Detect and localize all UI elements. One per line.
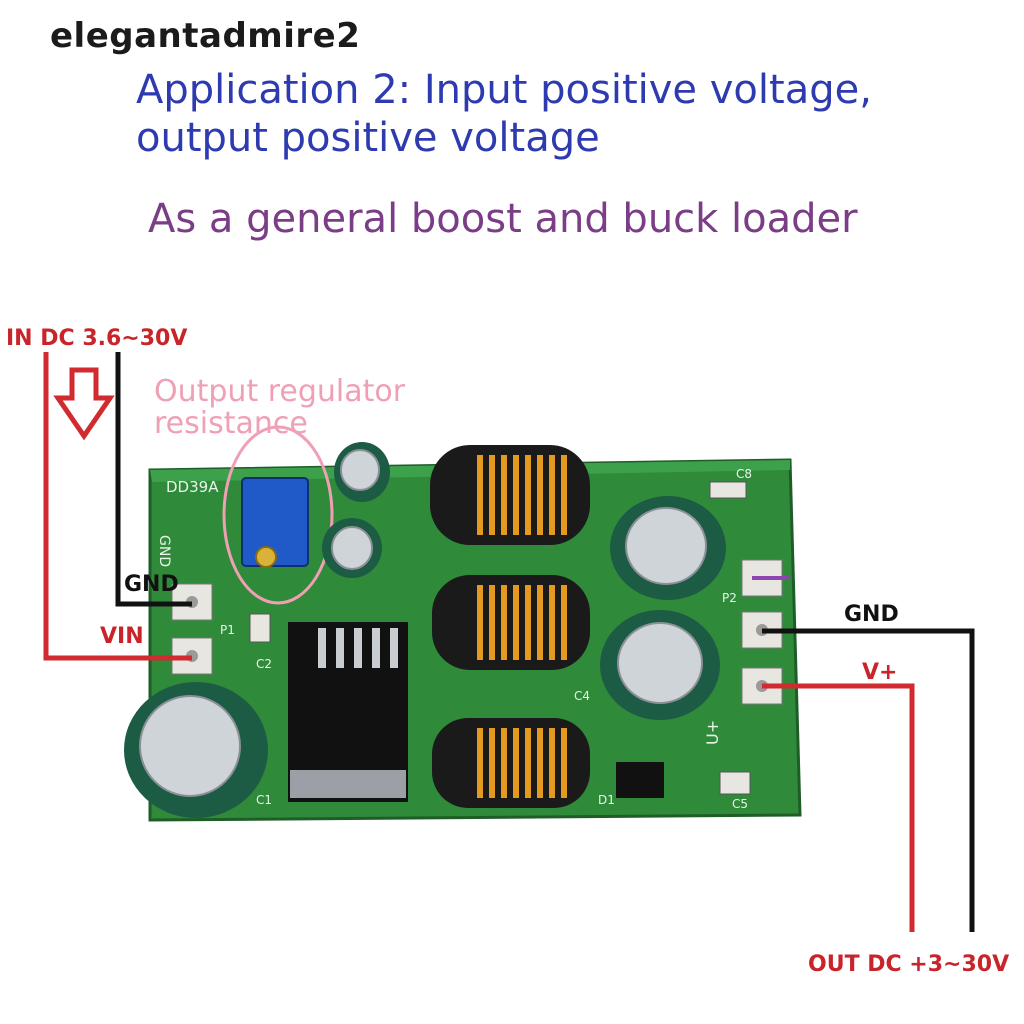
capacitor-right-bottom xyxy=(600,610,720,720)
small-capacitor-top xyxy=(334,442,390,502)
silk-model: DD39A xyxy=(166,478,219,496)
wire-gnd-in xyxy=(115,352,192,607)
gnd-in-label: GND xyxy=(124,572,179,597)
silk-c2: C2 xyxy=(256,657,272,671)
watermark: elegantadmire2 xyxy=(50,16,361,56)
silk-c4: C4 xyxy=(574,689,590,703)
wire-gnd-out xyxy=(762,628,975,932)
silk-c5: C5 xyxy=(732,797,748,811)
vin-label: VIN xyxy=(100,624,144,649)
capacitor-left-large xyxy=(124,682,268,818)
input-arrow-icon xyxy=(53,367,115,441)
smd-capacitor-c8 xyxy=(709,481,747,499)
heading-line-1: Application 2: Input positive voltage, xyxy=(136,67,872,113)
silk-u-plus: U+ xyxy=(703,720,722,745)
diode-d1 xyxy=(616,762,664,798)
regulator-label-line-1: Output regulator xyxy=(154,374,406,409)
silk-d1: D1 xyxy=(598,793,615,807)
output-range-label: OUT DC +3~30V xyxy=(808,952,1010,977)
regulator-highlight-ring xyxy=(222,425,334,605)
inductor-bottom xyxy=(432,718,590,808)
v-plus-label: V+ xyxy=(862,660,898,685)
potentiometer xyxy=(241,477,309,568)
input-range-label: IN DC 3.6~30V xyxy=(6,326,188,351)
silk-c1: C1 xyxy=(256,793,272,807)
smd-capacitor-c2 xyxy=(249,613,271,643)
silk-p1: P1 xyxy=(220,623,235,637)
heading-line-2: output positive voltage xyxy=(136,115,600,161)
subheading: As a general boost and buck loader xyxy=(148,196,858,242)
inductor-top xyxy=(430,445,590,545)
gnd-out-label: GND xyxy=(844,602,899,627)
inductor-middle xyxy=(432,575,590,670)
small-capacitor-bottom xyxy=(322,518,382,578)
wire-v-plus xyxy=(762,683,915,932)
wire-vin xyxy=(43,352,192,661)
silk-p2: P2 xyxy=(722,591,737,605)
ic-chip xyxy=(288,622,408,802)
silk-c8: C8 xyxy=(736,467,752,481)
capacitor-right-top xyxy=(610,496,726,600)
regulator-label-line-2: resistance xyxy=(154,406,308,441)
silk-gnd: GND xyxy=(156,535,172,567)
smd-capacitor-c5 xyxy=(719,771,751,795)
